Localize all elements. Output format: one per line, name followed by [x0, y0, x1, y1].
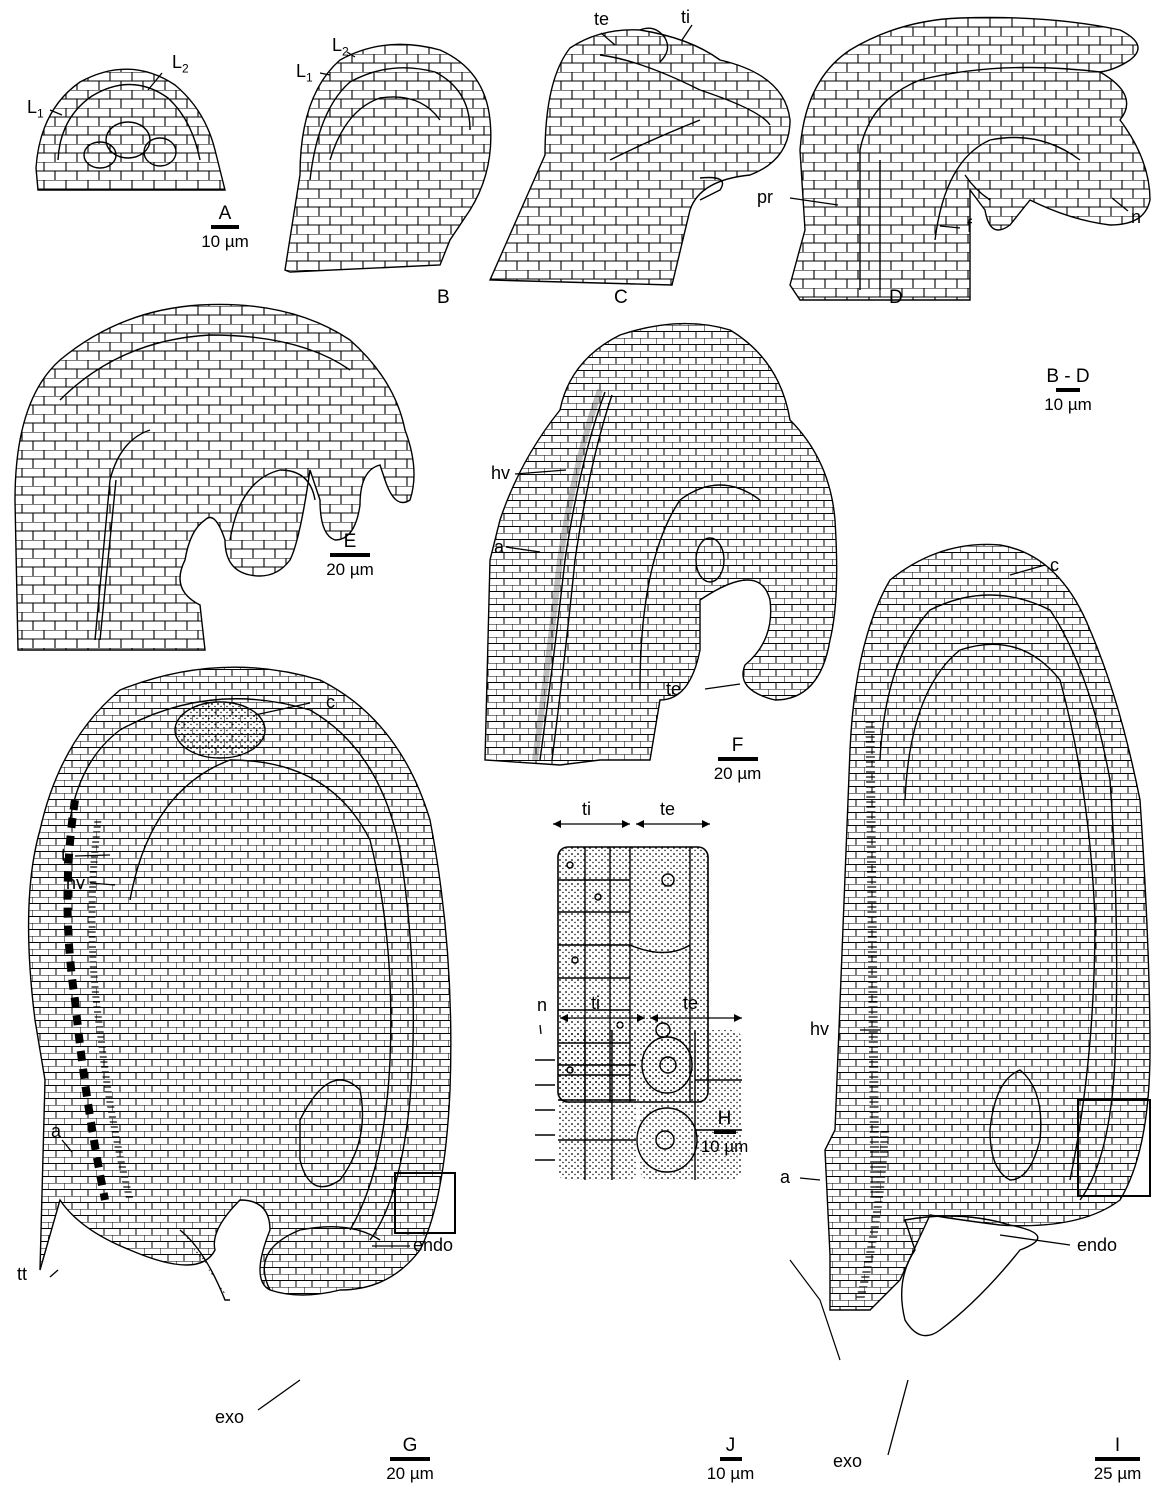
label-g-t: t — [61, 846, 66, 864]
label-d-f: f — [967, 217, 972, 235]
scale-i: I 25 µm — [1080, 1435, 1155, 1484]
label-h-ti: ti — [582, 800, 591, 818]
label-i-c: c — [1050, 556, 1059, 574]
scale-g: G 20 µm — [370, 1435, 450, 1484]
panel-letter-c: C — [614, 288, 628, 307]
scale-e: E 20 µm — [315, 531, 385, 580]
label-f-a: a — [494, 538, 504, 556]
scale-j: J 10 µm — [693, 1435, 768, 1484]
label-f-hv: hv — [491, 464, 510, 482]
label-i-endo: endo — [1077, 1236, 1117, 1254]
label-g-tt: tt — [17, 1265, 27, 1283]
label-g-c: c — [326, 693, 335, 711]
panel-letter-b: B — [437, 288, 450, 307]
panel-d-drawing — [790, 18, 1150, 301]
label-g-endo: endo — [413, 1236, 453, 1254]
scale-f: F 20 µm — [700, 735, 775, 784]
label-b-l1: L1 — [296, 62, 313, 87]
panel-c-drawing — [490, 28, 790, 285]
label-b-l2: L2 — [332, 36, 349, 61]
label-c-te: te — [594, 10, 609, 28]
label-i-hv: hv — [810, 1020, 829, 1038]
panel-f-drawing — [485, 324, 837, 765]
label-d-pr: pr — [757, 188, 773, 206]
scale-a: A 10 µm — [190, 203, 260, 252]
label-j-te: te — [683, 994, 698, 1012]
label-g-a: a — [51, 1122, 61, 1140]
label-f-te: te — [666, 680, 681, 698]
panel-letter-d: D — [889, 288, 903, 307]
label-i-a: a — [780, 1168, 790, 1186]
label-c-ti: ti — [681, 8, 690, 26]
label-g-hv: hv — [66, 874, 85, 892]
panel-e-drawing — [15, 304, 414, 650]
label-a-l2: L2 — [172, 53, 189, 78]
label-j-ti: ti — [591, 994, 600, 1012]
scale-bd: B - D 10 µm — [1023, 366, 1113, 415]
label-j-n: n — [537, 996, 547, 1014]
label-g-exo: exo — [215, 1408, 244, 1426]
label-i-exo: exo — [833, 1452, 862, 1470]
panel-b-drawing — [285, 44, 491, 272]
scale-h: H 10 µm — [687, 1108, 762, 1157]
panel-g-drawing — [29, 667, 451, 1300]
panel-a-drawing — [36, 69, 225, 190]
label-a-l1: L1 — [27, 98, 44, 123]
label-h-te: te — [660, 800, 675, 818]
label-d-n: n — [1131, 208, 1141, 226]
